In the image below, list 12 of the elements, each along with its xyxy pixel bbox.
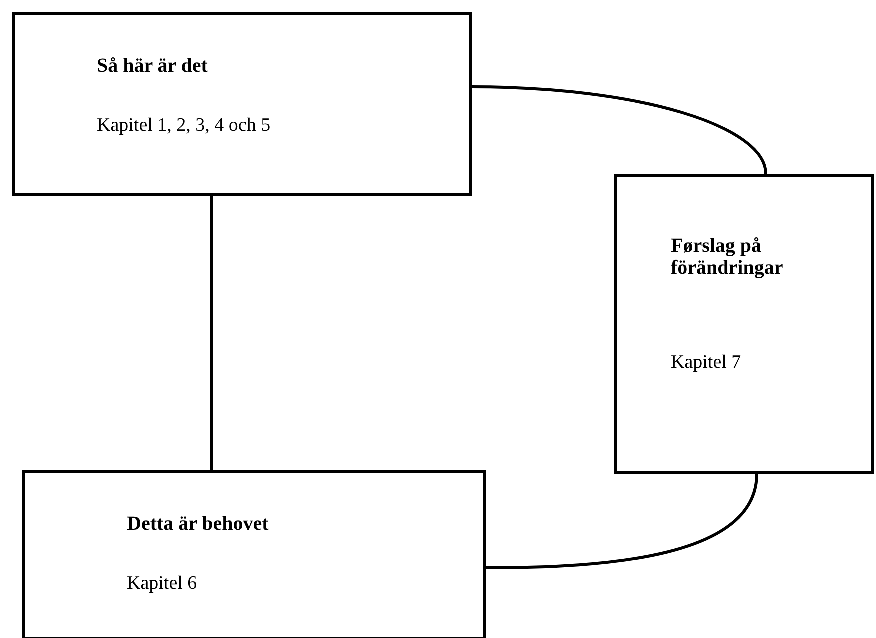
chapter-box xyxy=(22,470,486,638)
connector-line xyxy=(472,86,768,174)
chapter-reference: Kapitel 6 xyxy=(127,573,198,595)
box-heading: Så här är det xyxy=(97,55,209,77)
chapter-reference: Kapitel 7 xyxy=(671,352,742,374)
chapter-box xyxy=(614,174,874,474)
connector-line xyxy=(210,196,214,470)
chapter-reference: Kapitel 1, 2, 3, 4 och 5 xyxy=(97,115,272,137)
box-heading: Detta är behovet xyxy=(127,513,270,535)
connector-line xyxy=(486,474,758,570)
box-heading: Førslag på förändringar xyxy=(671,235,784,279)
chapter-box xyxy=(12,12,472,196)
